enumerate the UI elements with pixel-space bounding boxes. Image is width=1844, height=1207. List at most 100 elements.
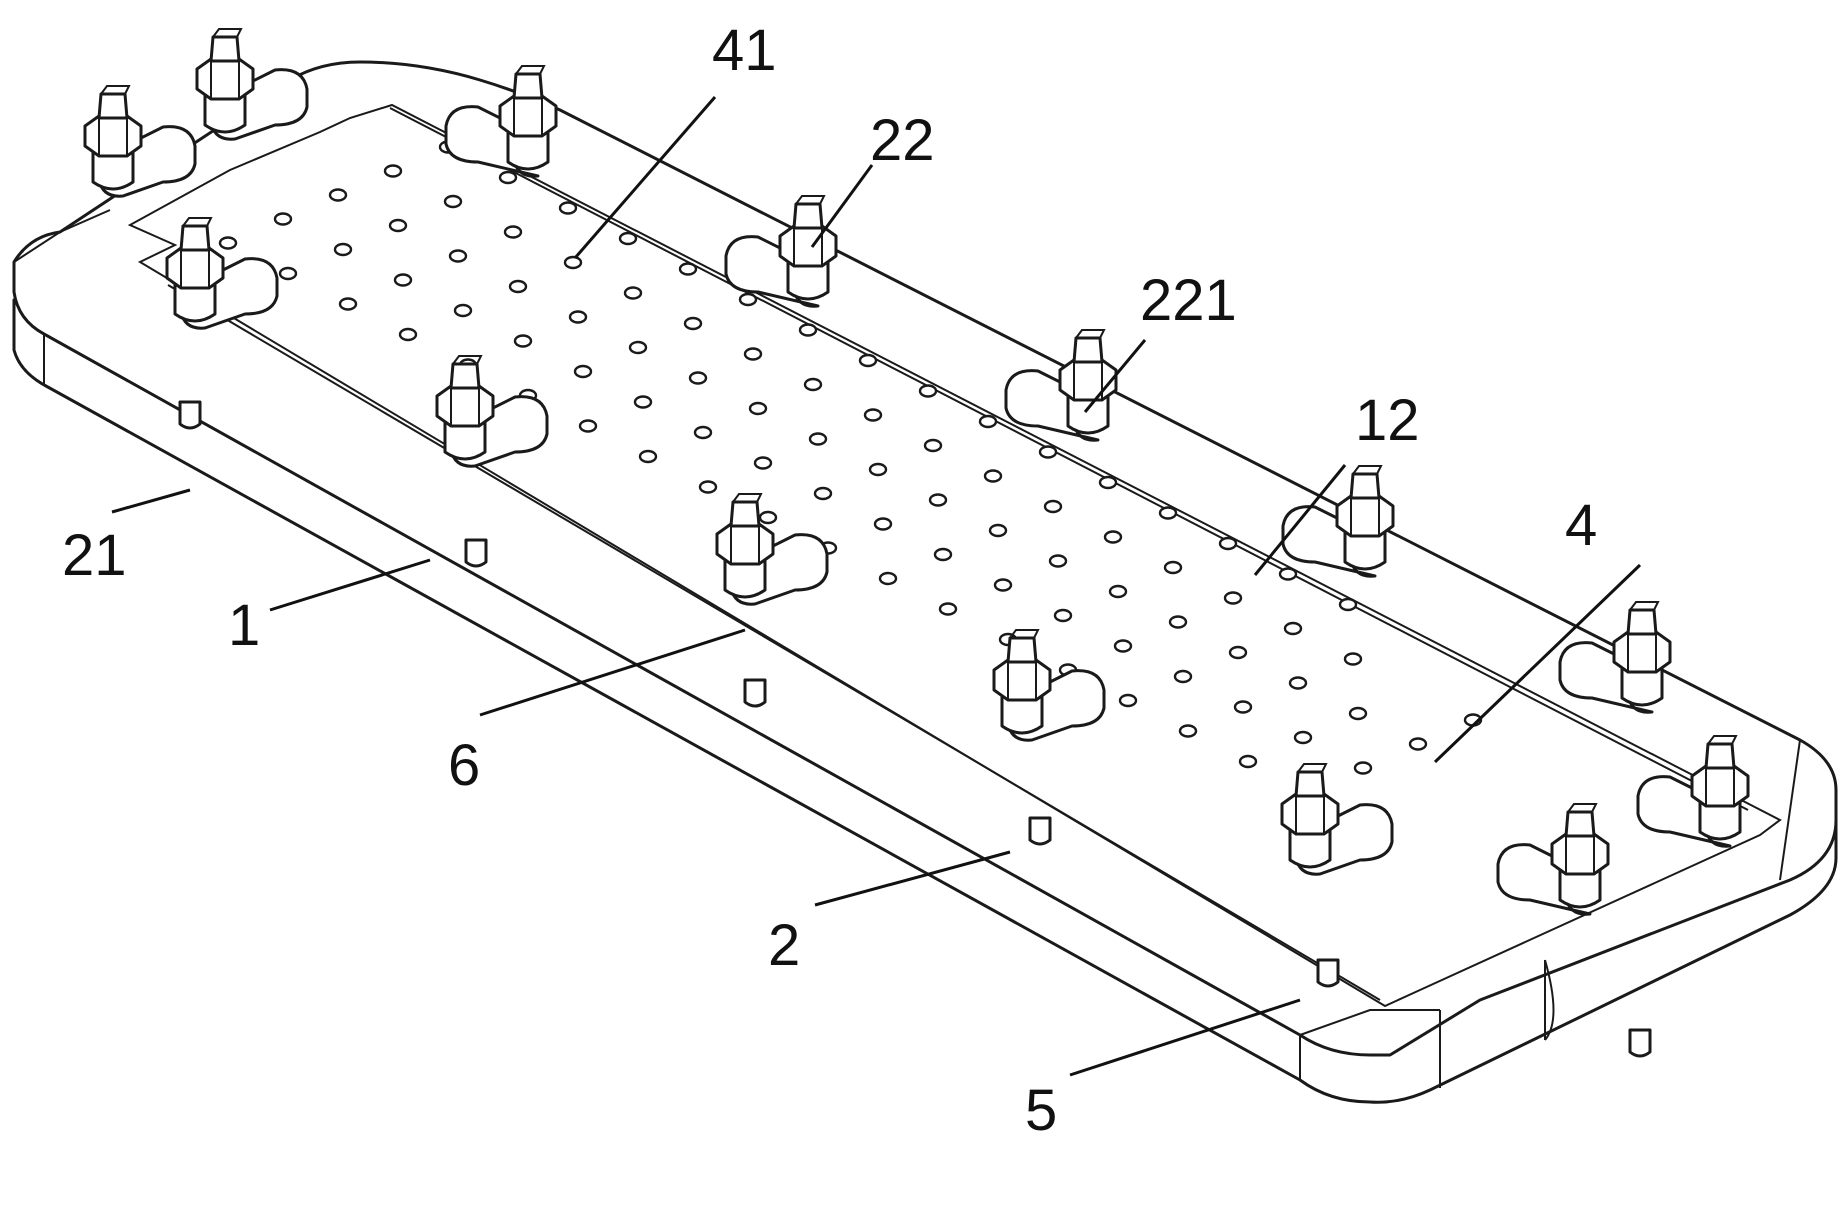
mounting-hole [383, 164, 403, 178]
mounting-hole [1118, 693, 1138, 708]
mounting-hole [1103, 530, 1123, 544]
foot [178, 400, 202, 430]
clamp [992, 629, 1106, 742]
mounting-hole [1353, 761, 1373, 775]
mounting-hole [1343, 652, 1363, 666]
mounting-hole [398, 327, 418, 342]
mounting-hole [623, 286, 643, 300]
mounting-hole [218, 236, 238, 250]
foot [1628, 1028, 1652, 1058]
mounting-hole [388, 218, 408, 233]
label-41: 41 [712, 18, 777, 83]
mounting-hole [1098, 475, 1118, 490]
label-22: 22 [870, 108, 935, 173]
mounting-hole [808, 432, 828, 446]
label-1: 1 [228, 593, 260, 658]
clamp-group [83, 28, 1750, 916]
clamp [165, 217, 279, 330]
label-2: 2 [768, 913, 800, 978]
bottom-feet [178, 400, 1652, 1058]
mounting-hole [683, 316, 703, 331]
mounting-hole [1278, 567, 1298, 581]
mounting-hole [328, 188, 348, 202]
mounting-hole [1163, 560, 1183, 575]
mounting-hole [813, 486, 833, 501]
mounting-hole [578, 419, 598, 433]
clamp [195, 28, 309, 141]
mounting-hole [503, 225, 523, 239]
mounting-hole [858, 353, 878, 368]
foot [743, 678, 767, 708]
mounting-hole [1288, 676, 1308, 690]
mounting-hole [453, 303, 473, 318]
mounting-hole [1238, 754, 1258, 769]
mounting-hole [638, 449, 658, 464]
mounting-hole [1053, 608, 1073, 623]
mounting-hole [558, 201, 578, 215]
mounting-hole [758, 510, 778, 525]
mounting-hole [1233, 700, 1253, 714]
mounting-hole [273, 212, 293, 226]
mounting-hole [978, 414, 998, 429]
label-6: 6 [448, 733, 480, 798]
mounting-hole [498, 170, 518, 185]
clamp [435, 355, 549, 468]
clamp [715, 493, 829, 606]
mounting-hole [688, 371, 708, 385]
leader-lines [111, 96, 1642, 1077]
mounting-hole [1348, 706, 1368, 721]
mounting-hole [1168, 615, 1188, 629]
mounting-hole [338, 297, 358, 311]
clamp [1496, 803, 1610, 916]
clamp [83, 85, 197, 198]
mounting-hole [333, 242, 353, 257]
mounting-hole [938, 602, 958, 616]
mounting-hole [278, 266, 298, 281]
mounting-hole [568, 310, 588, 324]
mounting-hole [628, 340, 648, 355]
mounting-hole [933, 547, 953, 562]
mounting-hole [1048, 554, 1068, 568]
mounting-hole [508, 279, 528, 294]
mounting-hole [868, 462, 888, 477]
mounting-hole [873, 517, 893, 531]
mounting-hole [563, 255, 583, 270]
foot [1028, 816, 1052, 846]
label-5: 5 [1025, 1078, 1057, 1143]
mounting-hole [1158, 506, 1178, 520]
label-21: 21 [62, 523, 127, 588]
mounting-hole [983, 469, 1003, 483]
mounting-hole [748, 401, 768, 416]
mounting-hole [1338, 597, 1358, 612]
mounting-hole [878, 571, 898, 586]
mounting-hole [693, 425, 713, 440]
mounting-hole [573, 364, 593, 379]
mounting-hole [698, 480, 718, 494]
mounting-hole [993, 578, 1013, 592]
clamp [1636, 735, 1750, 848]
mounting-hole [1293, 730, 1313, 745]
clamp [724, 195, 838, 308]
label-221: 221 [1140, 268, 1237, 333]
mounting-hole [1228, 645, 1248, 660]
mounting-hole [863, 408, 883, 422]
mounting-hole [1043, 499, 1063, 514]
mounting-hole [1218, 536, 1238, 551]
mounting-hole [443, 194, 463, 209]
foot [464, 538, 488, 568]
mounting-hole [1113, 639, 1133, 653]
reference-labels: 41 22 221 12 4 21 1 6 2 5 [62, 18, 1597, 1143]
mounting-hole [513, 334, 533, 348]
mounting-hole [618, 231, 638, 246]
mounting-hole [1173, 669, 1193, 684]
mounting-hole [1108, 584, 1128, 599]
mounting-hole [923, 438, 943, 453]
label-12: 12 [1355, 388, 1420, 453]
clamp [1558, 601, 1672, 714]
foot [1316, 958, 1340, 988]
clamp [1281, 465, 1395, 578]
mounting-hole [928, 493, 948, 507]
mounting-hole [1178, 724, 1198, 738]
